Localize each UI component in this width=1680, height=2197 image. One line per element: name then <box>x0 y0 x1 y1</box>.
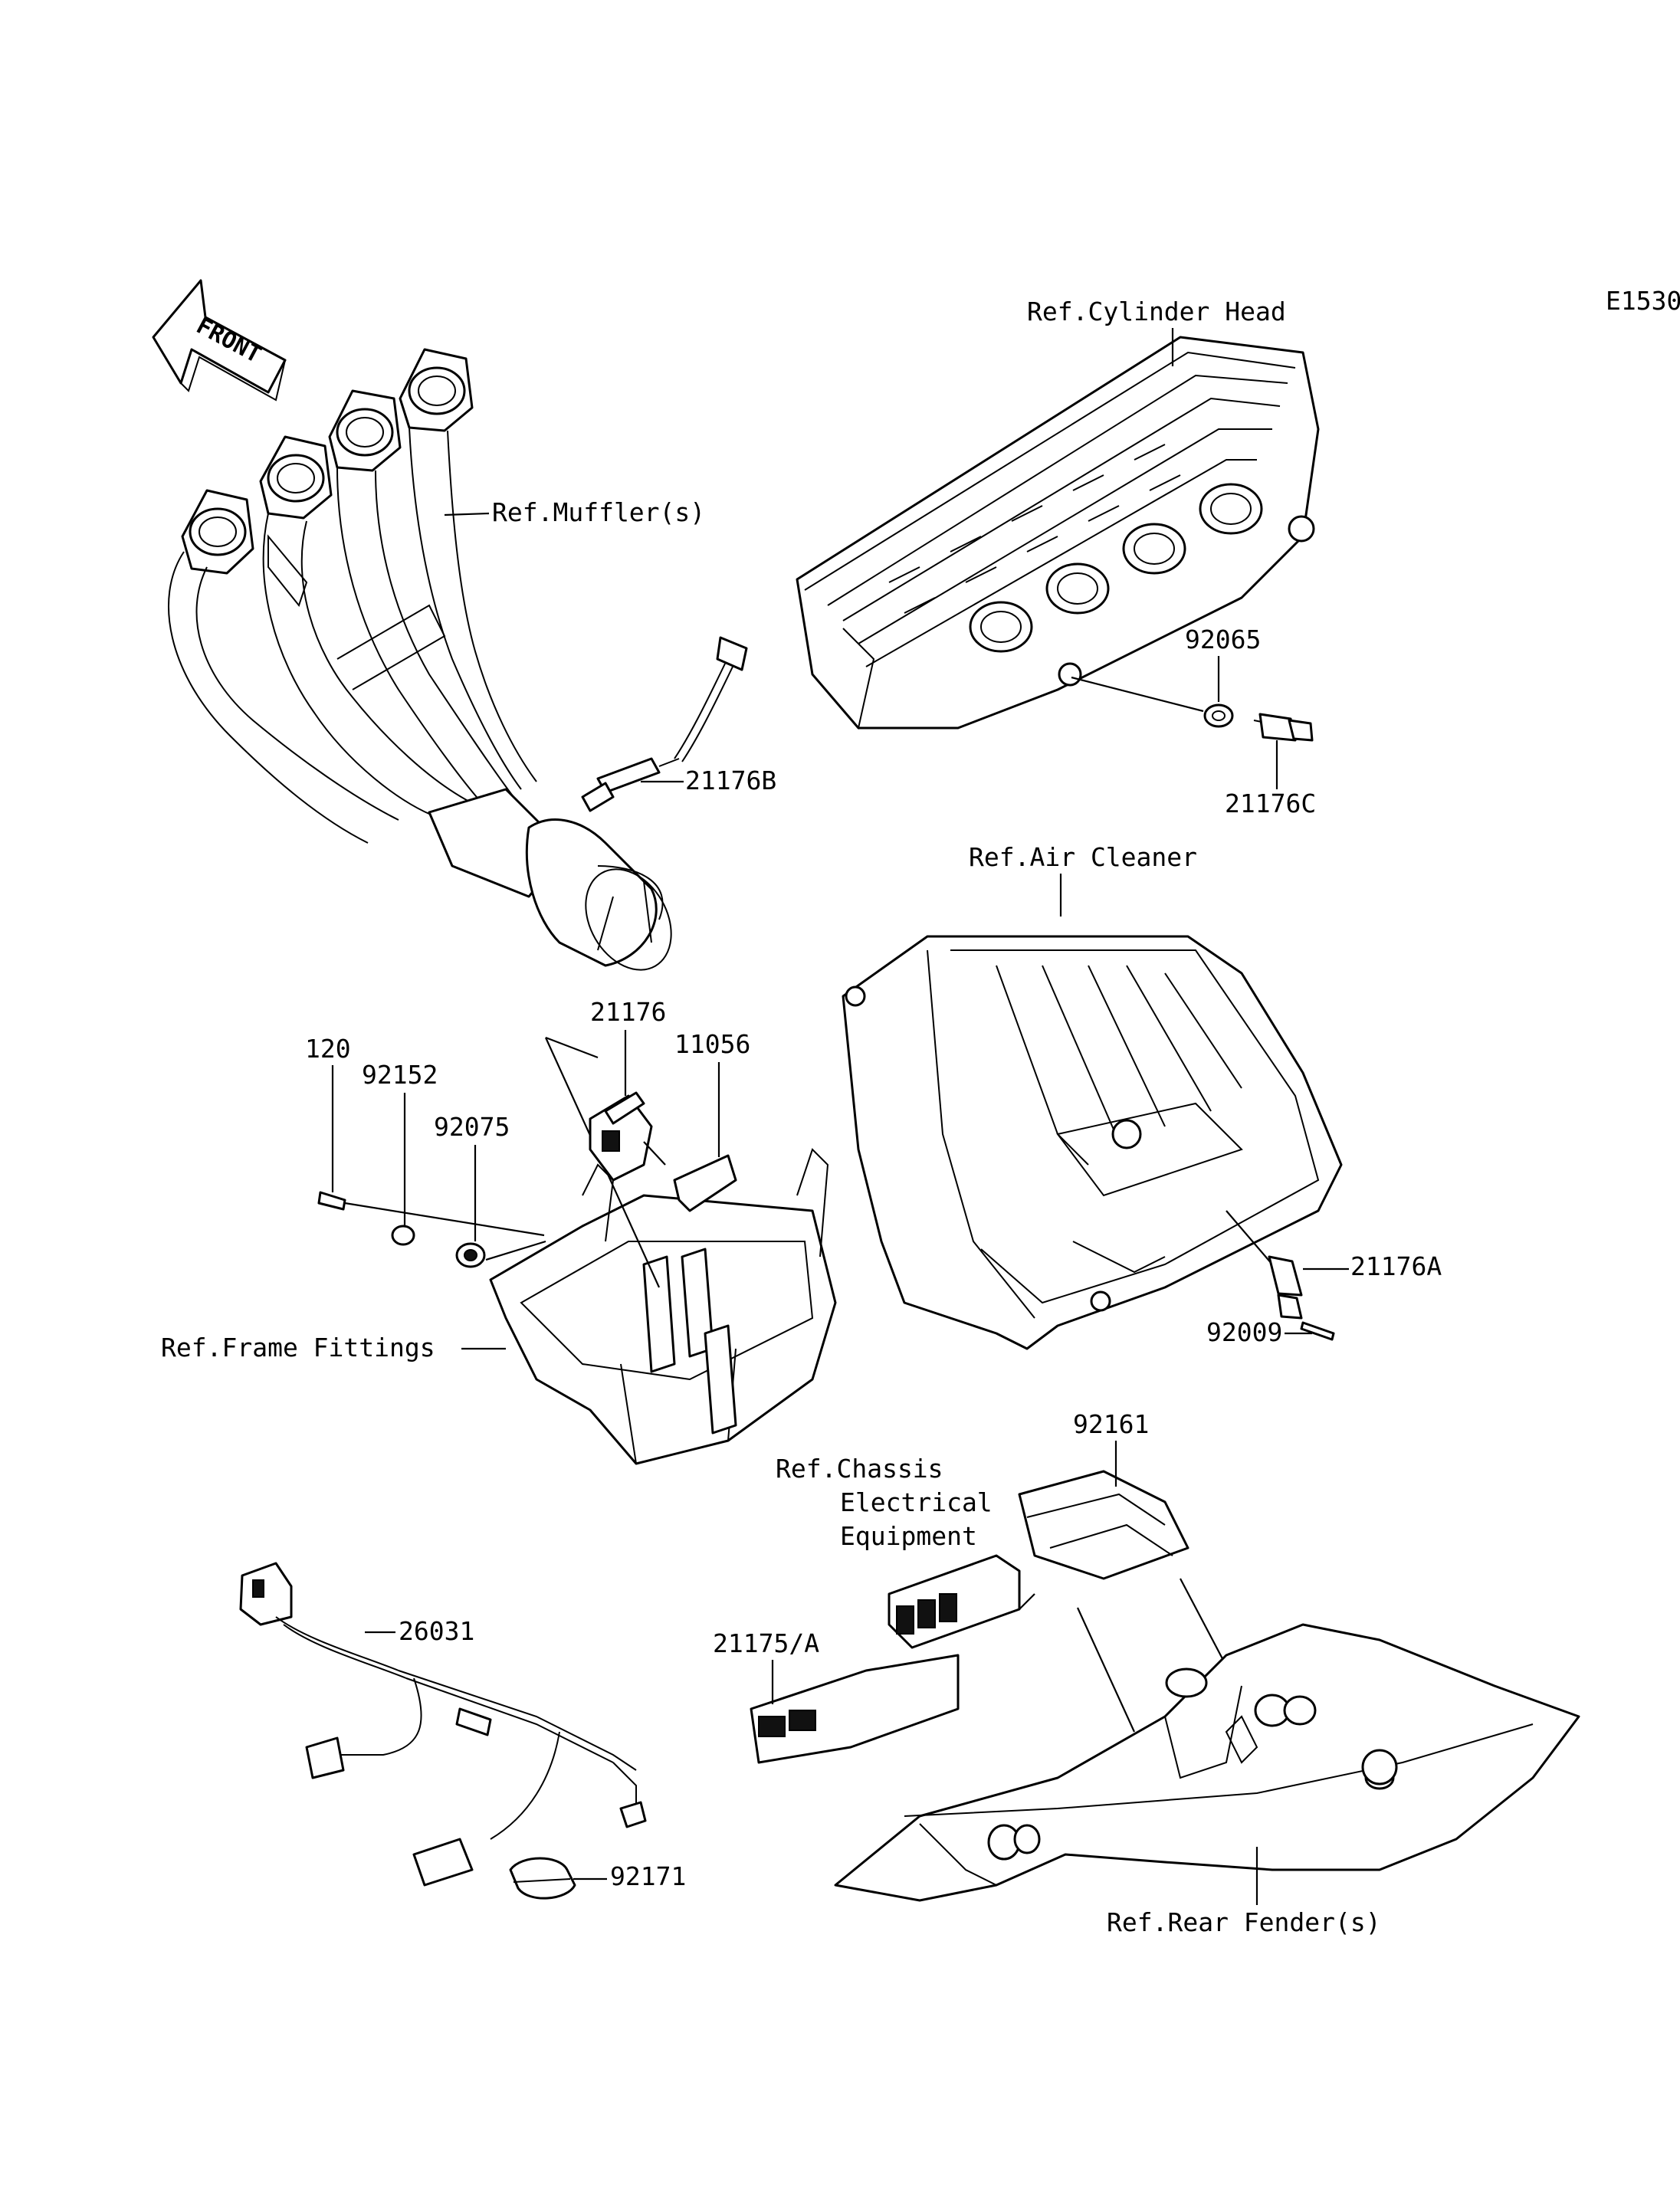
diagram-code: E1530 <box>1606 286 1680 316</box>
chassis-ref-label-line1: Ref.Chassis <box>776 1454 943 1484</box>
air-cleaner-ref-label: Ref.Air Cleaner <box>969 842 1197 872</box>
washer-92065 <box>1203 703 1234 728</box>
bolt-120 <box>317 1191 346 1211</box>
chassis-ref-label-line3: Equipment <box>840 1521 977 1551</box>
ecu-chassis-unit <box>888 1554 1021 1649</box>
clamp-92171 <box>509 1857 576 1900</box>
part-number-21176A: 21176A <box>1350 1251 1442 1281</box>
part-number-92171: 92171 <box>610 1861 686 1891</box>
intake-air-temp-sensor-21176A <box>1268 1255 1303 1320</box>
sensor-21176 <box>589 1091 653 1182</box>
exhaust-flange <box>181 489 254 575</box>
front-arrow-icon: FRONT <box>152 279 287 402</box>
chassis-ref-label-line2: Electrical <box>840 1487 993 1517</box>
ecu-21175A <box>750 1654 960 1764</box>
part-number-92161: 92161 <box>1073 1409 1149 1439</box>
part-number-120: 120 <box>305 1034 351 1064</box>
part-number-21176: 21176 <box>590 997 666 1027</box>
part-number-26031: 26031 <box>399 1616 474 1646</box>
part-number-21175A: 21175/A <box>713 1628 819 1658</box>
part-number-11056: 11056 <box>674 1029 750 1059</box>
cylinder-head <box>796 336 1320 730</box>
part-number-92075: 92075 <box>434 1112 510 1142</box>
frame-fittings-tray <box>489 1148 837 1465</box>
rear-fender <box>834 1623 1580 1902</box>
part-number-92065: 92065 <box>1185 625 1261 654</box>
exhaust-flange <box>399 348 474 432</box>
relay-box-92161 <box>1018 1470 1189 1580</box>
part-number-92152: 92152 <box>362 1060 438 1090</box>
wiring-harness-26031 <box>239 1562 647 1887</box>
bracket-11056 <box>673 1154 737 1212</box>
temperature-sensor-21176C <box>1253 713 1314 742</box>
damper-92075 <box>455 1242 486 1268</box>
air-cleaner <box>842 935 1343 1350</box>
screw-92009 <box>1300 1321 1335 1341</box>
part-number-21176B: 21176B <box>685 766 776 795</box>
o2-sensor <box>581 636 748 812</box>
part-number-21176C: 21176C <box>1225 789 1316 818</box>
frame-fittings-ref-label: Ref.Frame Fittings <box>161 1333 435 1362</box>
part-number-92009: 92009 <box>1206 1317 1282 1347</box>
collar-92152 <box>391 1225 415 1246</box>
exhaust-header-assembly <box>168 348 672 971</box>
cylinder-head-ref-label: Ref.Cylinder Head <box>1027 297 1286 326</box>
exhaust-flange <box>259 435 333 520</box>
exhaust-flange <box>328 389 402 472</box>
rear-fender-ref-label: Ref.Rear Fender(s) <box>1107 1907 1381 1937</box>
muffler-ref-label: Ref.Muffler(s) <box>492 497 705 527</box>
